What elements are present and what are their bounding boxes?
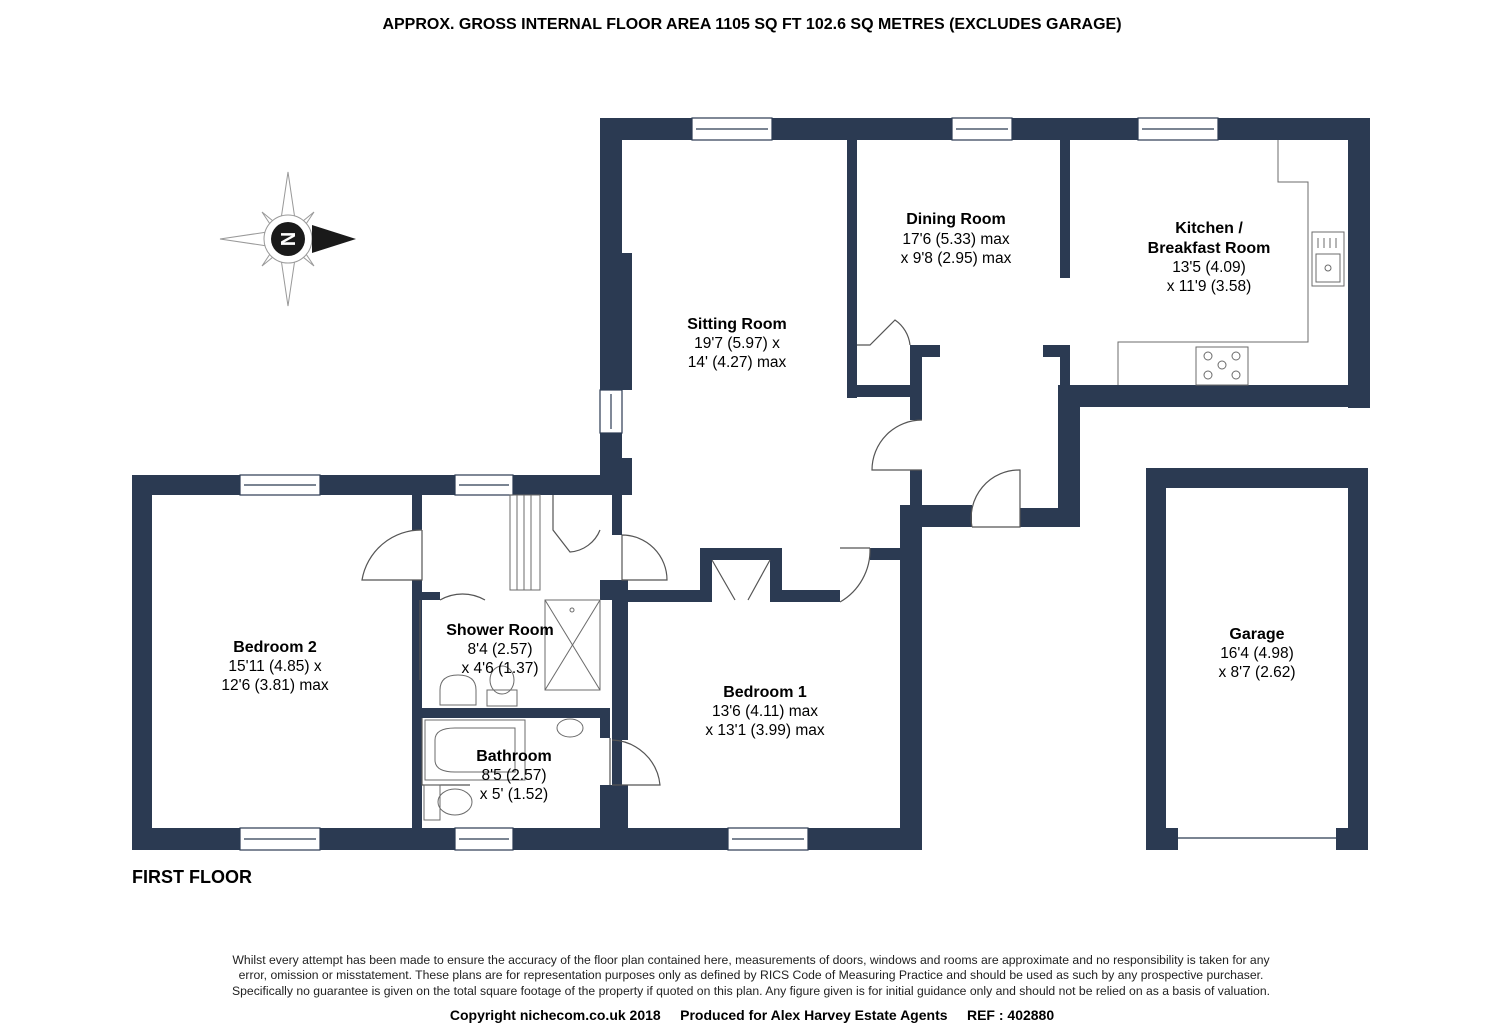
doors <box>361 319 1021 786</box>
room-bedroom-2: Bedroom 2 15'11 (4.85) x 12'6 (3.81) max <box>221 639 328 694</box>
room-name: Bedroom 1 <box>723 684 807 701</box>
fixtures <box>423 140 1345 821</box>
compass-letter: N <box>276 232 298 246</box>
disclaimer: Whilst every attempt has been made to en… <box>232 953 1270 998</box>
sink-icon <box>1311 231 1345 287</box>
room-shower: Shower Room 8'4 (2.57) x 4'6 (1.37) <box>446 622 554 677</box>
room-name: Garage <box>1229 626 1284 643</box>
room-dim: 14' (4.27) max <box>688 354 787 371</box>
copyright-footer: Copyright nichecom.co.uk 2018 Produced f… <box>450 1007 1054 1023</box>
room-name: Kitchen / <box>1175 220 1243 237</box>
room-dim: 12'6 (3.81) max <box>221 677 328 694</box>
room-name: Dining Room <box>906 211 1006 228</box>
room-name: Bathroom <box>476 748 552 765</box>
room-bedroom-1: Bedroom 1 13'6 (4.11) max x 13'1 (3.99) … <box>705 684 825 739</box>
windows <box>239 117 1336 851</box>
bath-icon <box>424 719 526 781</box>
disclaimer-line: Whilst every attempt has been made to en… <box>232 953 1270 967</box>
shower-tray <box>544 599 601 691</box>
toilet-icon <box>486 689 518 707</box>
disclaimer-line: error, omission or misstatement. These p… <box>239 968 1264 982</box>
room-dim: 13'6 (4.11) max <box>712 703 818 720</box>
floor-area-header: APPROX. GROSS INTERNAL FLOOR AREA 1105 S… <box>382 16 1121 33</box>
room-name: Bedroom 2 <box>233 639 317 656</box>
room-name: Breakfast Room <box>1148 240 1271 257</box>
room-dim: x 8'7 (2.62) <box>1218 664 1295 681</box>
room-bathroom: Bathroom 8'5 (2.57) x 5' (1.52) <box>476 748 552 803</box>
basin-icon <box>439 674 477 706</box>
room-dim: 17'6 (5.33) max <box>902 231 1009 248</box>
room-garage: Garage 16'4 (4.98) x 8'7 (2.62) <box>1218 626 1295 681</box>
room-name: Shower Room <box>446 622 554 639</box>
room-dim: 15'11 (4.85) x <box>228 658 321 675</box>
room-dim: x 5' (1.52) <box>480 786 548 803</box>
room-dim: x 11'9 (3.58) <box>1167 278 1252 295</box>
room-dim: 16'4 (4.98) <box>1220 645 1294 662</box>
room-dim: 8'5 (2.57) <box>482 767 547 784</box>
floor-label: FIRST FLOOR <box>132 867 252 887</box>
room-dim: x 4'6 (1.37) <box>461 660 538 677</box>
room-dim: x 13'1 (3.99) max <box>705 722 825 739</box>
room-dim: 13'5 (4.09) <box>1172 259 1246 276</box>
disclaimer-line: Specifically no guarantee is given on th… <box>232 984 1270 998</box>
staircase <box>509 494 541 591</box>
room-dim: 19'7 (5.97) x <box>694 335 780 352</box>
room-kitchen: Kitchen / Breakfast Room 13'5 (4.09) x 1… <box>1148 220 1271 295</box>
room-sitting: Sitting Room 19'7 (5.97) x 14' (4.27) ma… <box>687 316 787 371</box>
room-name: Sitting Room <box>687 316 787 333</box>
room-dim: x 9'8 (2.95) max <box>901 250 1012 267</box>
room-dining: Dining Room 17'6 (5.33) max x 9'8 (2.95)… <box>901 211 1012 267</box>
bathroom-basin-icon <box>556 718 584 738</box>
compass-icon: N <box>219 171 356 307</box>
hob-icon <box>1195 346 1249 386</box>
room-dim: 8'4 (2.57) <box>468 641 533 658</box>
